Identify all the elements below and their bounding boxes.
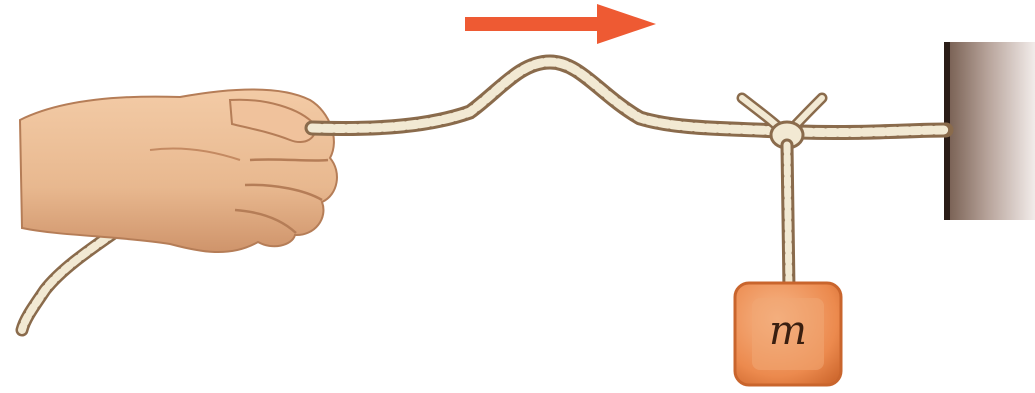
rope-hanging	[787, 145, 789, 290]
arrow-right-icon	[465, 4, 656, 44]
rope-main	[312, 62, 946, 133]
mass-block: m	[735, 283, 841, 385]
hand-icon	[20, 90, 337, 253]
wall-icon	[944, 42, 1035, 220]
mass-label: m	[769, 308, 807, 354]
